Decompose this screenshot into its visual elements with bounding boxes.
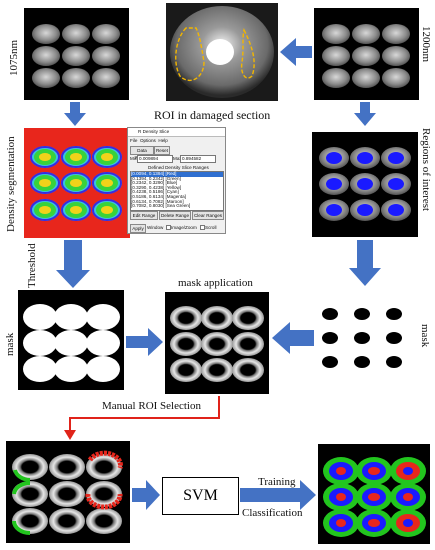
- arrow-to-svm: [132, 480, 160, 510]
- dialog-title: R Density Slice: [128, 128, 225, 137]
- density-slice-dialog: R Density Slice File Options Help Data R…: [127, 127, 226, 225]
- scroll-checkbox[interactable]: [200, 225, 205, 230]
- roi-zoom-grain: [170, 6, 274, 98]
- arrow-roimask-left: [272, 322, 314, 354]
- ranges-list[interactable]: [0.0094, 0.1394] [Red] [0.1394, 0.2342] …: [130, 171, 224, 211]
- defined-ranges-label: Defined Density Slice Ranges: [148, 165, 209, 170]
- arrow-roi-down: [349, 240, 381, 286]
- arrow-svm-right: [240, 480, 316, 510]
- delete-range-button[interactable]: Delete Range: [159, 211, 191, 220]
- roi-mask-dots: [322, 308, 402, 368]
- label-classification: Classification: [242, 507, 303, 519]
- range-item[interactable]: [0.6134, 0.7082] [Maroon]: [131, 198, 184, 204]
- range-item[interactable]: [0.1394, 0.2342] [Green]: [131, 175, 181, 181]
- grains-1075: [32, 24, 120, 88]
- arrow-1200-down: [354, 102, 376, 126]
- range-item[interactable]: [0.5186, 0.6134] [Magenta]: [131, 194, 186, 199]
- label-training: Training: [258, 476, 296, 488]
- arrow-threshold-down: [56, 240, 90, 288]
- arrow-to-roi-zoom: [280, 38, 312, 66]
- max-field[interactable]: 0.894582: [180, 155, 216, 163]
- menu-options[interactable]: Options: [139, 138, 156, 143]
- min-field[interactable]: 0.009894: [137, 155, 173, 163]
- min-label: Min: [130, 156, 138, 161]
- arrow-mask-right: [126, 328, 163, 356]
- svm-box: SVM: [162, 477, 239, 515]
- scroll-label: Scroll: [205, 225, 217, 230]
- range-item[interactable]: [0.3290, 0.4238] [Yellow]: [131, 184, 182, 190]
- dialog-footer: Apply Window Image/Zoom Scroll: [127, 222, 226, 234]
- range-item[interactable]: [0.7082, 0.8030] [Sea Green]: [131, 203, 191, 209]
- edit-range-button[interactable]: Edit Range: [130, 211, 158, 220]
- density-grains: [30, 146, 122, 221]
- image-zoom-checkbox[interactable]: [166, 225, 171, 230]
- label-manual-roi: Manual ROI Selection: [102, 400, 201, 412]
- mask-ellipses: [23, 304, 120, 382]
- label-mask-application: mask application: [178, 277, 253, 289]
- menu-file[interactable]: File: [130, 138, 138, 143]
- roi-grains: [319, 147, 411, 221]
- arrow-1075-down: [64, 102, 86, 126]
- apply-button[interactable]: Apply: [130, 224, 146, 233]
- range-item[interactable]: [0.4238, 0.5186] [Cyan]: [131, 189, 179, 195]
- max-label: Max: [173, 156, 182, 161]
- arrows: [56, 38, 381, 510]
- reset-button[interactable]: Reset: [154, 146, 170, 155]
- label-roi-damaged: ROI in damaged section: [154, 108, 271, 122]
- grains-1200: [322, 24, 410, 88]
- menu-help[interactable]: Help: [158, 138, 168, 143]
- manual-roi-arrow: [64, 396, 220, 440]
- image-zoom-label: Image/Zoom: [171, 225, 197, 230]
- range-item[interactable]: [0.2342, 0.3290] [Blue]: [131, 180, 178, 186]
- window-label: Window: [147, 225, 164, 230]
- range-item[interactable]: [0.0094, 0.1394] [Red]: [131, 171, 223, 177]
- manual-roi-grains: [12, 450, 123, 535]
- mask-application-rings: [170, 306, 264, 382]
- classification-grains: [323, 457, 426, 537]
- clear-ranges-button[interactable]: Clear Ranges: [192, 211, 224, 220]
